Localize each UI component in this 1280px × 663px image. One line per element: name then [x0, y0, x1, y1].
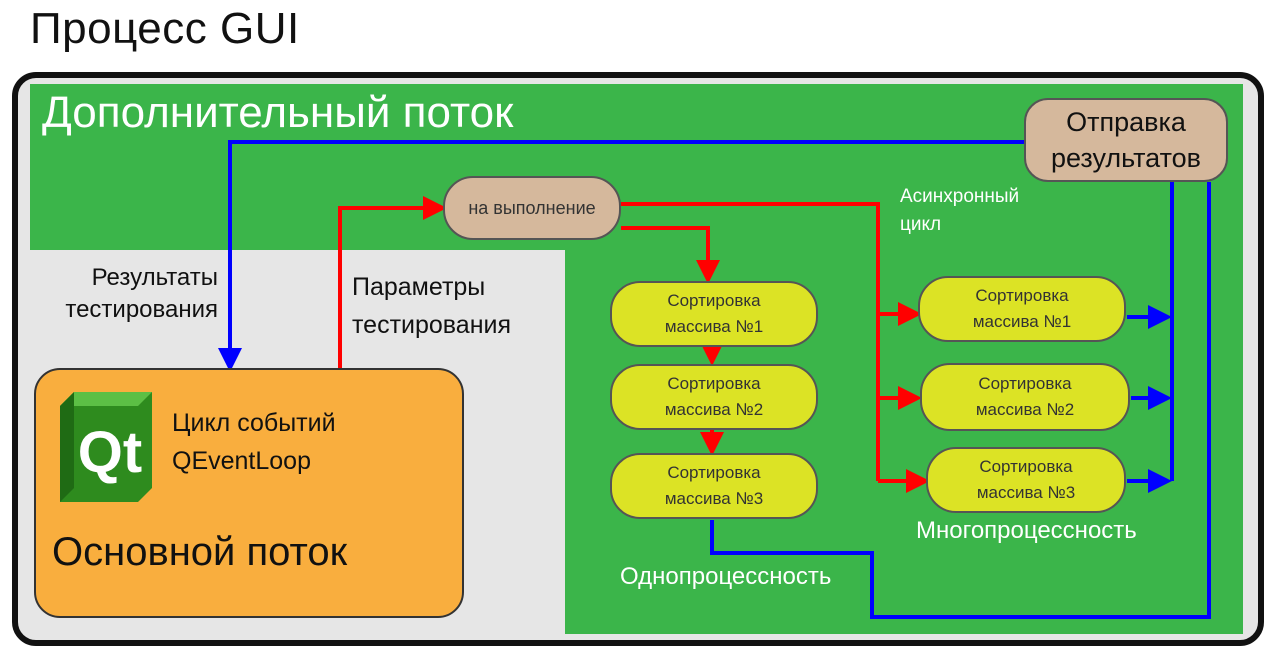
multi-sort-2-line2: массива №2 [975, 400, 1075, 419]
single-sort-2-line1: Сортировка [667, 374, 761, 393]
multi-process-label: Многопроцессность [916, 517, 1137, 544]
multi-sort-1-line2: массива №1 [972, 312, 1072, 331]
qt-logo-text: Qt [78, 420, 142, 485]
async-label-line2: цикл [900, 214, 942, 235]
multi-sort-3: Сортировка массива №3 [926, 447, 1126, 513]
single-sort-3-line1: Сортировка [667, 463, 761, 482]
single-sort-1-line1: Сортировка [667, 291, 761, 310]
send-results-line2: результатов [1050, 143, 1202, 173]
params-arrow [338, 196, 447, 370]
submit-to-single-arrow [621, 226, 720, 284]
submit-node: на выполнение [443, 176, 621, 240]
results-label-line2: тестирования [65, 296, 218, 323]
multi-sort-2-line1: Сортировка [978, 374, 1072, 393]
event-loop-line2: QEventLoop [172, 447, 311, 475]
secondary-thread-title: Дополнительный поток [42, 88, 514, 137]
qt-logo-icon: Qt [60, 392, 152, 502]
page-title: Процесс GUI [30, 4, 300, 53]
params-label-line2: тестирования [352, 311, 512, 339]
async-cycle-label: Асинхронный цикл [900, 183, 1019, 239]
params-label-line1: Параметры [352, 273, 486, 301]
single-to-send-line [710, 182, 1211, 619]
single-sort-2-line2: массива №2 [664, 400, 764, 419]
multi-sort-1-line1: Сортировка [975, 286, 1069, 305]
single-sort-1-line2: массива №1 [664, 317, 764, 336]
send-results-line1: Отправка [1066, 107, 1186, 137]
event-loop-line1: Цикл событий [172, 409, 336, 437]
send-results-node: Отправка результатов [1024, 98, 1228, 182]
multi-sort-2: Сортировка массива №2 [920, 363, 1130, 431]
params-label: Параметры тестирования [352, 268, 511, 344]
single-sort-3-line2: массива №3 [664, 489, 764, 508]
single-sort-2: Сортировка массива №2 [610, 364, 818, 430]
main-thread-title: Основной поток [52, 530, 348, 574]
multi-sort-3-line1: Сортировка [979, 457, 1073, 476]
single-process-label: Однопроцессность [620, 563, 832, 590]
multi-sort-3-line2: массива №3 [976, 483, 1076, 502]
results-arrow [218, 140, 1024, 372]
multi-sort-1: Сортировка массива №1 [918, 276, 1126, 342]
submit-to-async-line [621, 202, 880, 481]
event-loop-label: Цикл событий QEventLoop [172, 404, 336, 480]
results-label-line1: Результаты [91, 264, 218, 291]
single-sort-1: Сортировка массива №1 [610, 281, 818, 347]
single-sort-3: Сортировка массива №3 [610, 453, 818, 519]
async-label-line1: Асинхронный [900, 186, 1020, 207]
results-label: Результаты тестирования [50, 262, 218, 326]
